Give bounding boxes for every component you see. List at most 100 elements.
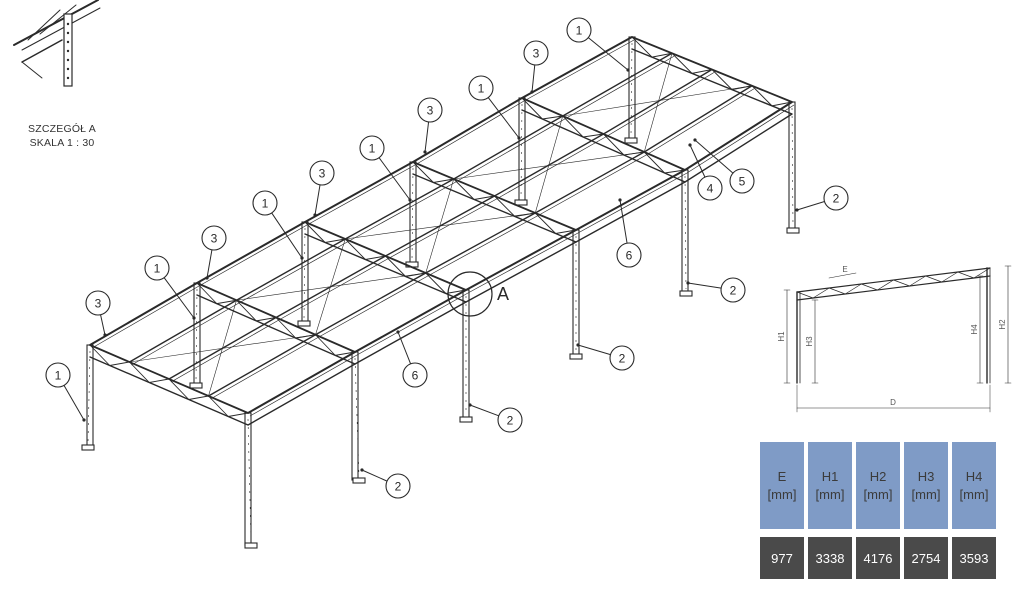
truss-diagonal xyxy=(425,272,447,294)
truss-diagonal xyxy=(432,178,455,183)
truss-diagonal xyxy=(304,221,326,243)
roof-brace xyxy=(643,52,673,153)
callout-leader xyxy=(100,314,106,336)
truss-diagonal xyxy=(385,255,407,277)
callout-number: 1 xyxy=(576,24,583,38)
elev-truss-diagonal xyxy=(812,287,830,299)
elev-truss-diagonal xyxy=(796,291,814,299)
thumb-bolt xyxy=(66,31,70,35)
column xyxy=(788,101,796,231)
leader-dot xyxy=(693,138,697,142)
truss-diagonal xyxy=(129,361,150,383)
elev-truss-diagonal xyxy=(877,279,894,291)
dim-header-h2: H2[mm] xyxy=(856,442,900,529)
leader-dot xyxy=(313,213,317,217)
truss-diagonal xyxy=(541,115,564,120)
callout-leader xyxy=(531,64,536,93)
dim-unit: [mm] xyxy=(767,486,797,502)
callout-leader xyxy=(487,97,520,139)
leader-dot xyxy=(360,468,364,472)
truss-diagonal xyxy=(168,378,190,400)
callout-number: 2 xyxy=(507,414,514,428)
dim-value-h2: 4176 xyxy=(856,537,900,579)
callout-bubble xyxy=(566,17,592,43)
leader-dot xyxy=(517,136,521,140)
dim-name: E xyxy=(777,468,787,484)
roof-rail-edge xyxy=(131,55,675,366)
truss-diagonal xyxy=(494,195,516,217)
truss-diagonal xyxy=(188,395,209,400)
callout-bubble xyxy=(468,75,494,101)
truss-diagonal xyxy=(603,133,625,156)
callout-leader xyxy=(689,144,706,178)
base-plate xyxy=(81,444,95,451)
elev-bottom-chord xyxy=(796,275,991,301)
truss-diagonal xyxy=(534,212,557,234)
truss-diagonal xyxy=(691,69,713,74)
truss-diagonal xyxy=(275,317,297,339)
callout-leader xyxy=(424,121,430,153)
callout-bubble xyxy=(523,40,549,66)
base-plate xyxy=(297,320,311,327)
callout-bubble xyxy=(823,185,849,211)
dim-header-h3: H3[mm] xyxy=(904,442,948,529)
base-plate xyxy=(352,477,366,484)
roof-brace xyxy=(534,115,564,214)
leader-dot xyxy=(408,198,412,202)
truss-diagonal xyxy=(771,101,793,107)
callout-leader xyxy=(796,201,826,211)
callout-number: 2 xyxy=(619,352,626,366)
truss-diagonal xyxy=(453,178,475,200)
callout-number: 1 xyxy=(262,197,269,211)
thumb-brace xyxy=(39,4,77,35)
leader-dot xyxy=(205,276,209,280)
dim-value-e: 977 xyxy=(760,537,804,579)
leader-dot xyxy=(688,143,692,147)
column xyxy=(681,169,689,294)
base-plate xyxy=(786,227,800,234)
roof-rail xyxy=(247,101,793,414)
callout-leader xyxy=(361,469,388,482)
callout-bubble xyxy=(252,190,278,216)
truss-diagonal xyxy=(751,85,773,107)
truss-diagonal xyxy=(89,344,111,366)
truss-diagonal xyxy=(671,52,693,74)
roof-frame xyxy=(89,36,795,426)
callout-bubble xyxy=(609,345,635,371)
roof-brace xyxy=(236,272,427,301)
detail-caption: SZCZEGÓŁ A SKALA 1 : 30 xyxy=(14,122,110,150)
truss-diagonal xyxy=(412,161,434,183)
dim-h3-label: H3 xyxy=(805,336,814,347)
dim-name: H3 xyxy=(917,468,935,484)
callout-number: 2 xyxy=(730,284,737,298)
leader-dot xyxy=(530,90,534,94)
dim-d-label: D xyxy=(890,398,896,407)
roof-brace xyxy=(208,299,237,397)
elev-truss-diagonal xyxy=(893,279,910,287)
elev-truss-diagonal xyxy=(860,283,878,291)
leader-dot xyxy=(795,208,799,212)
column xyxy=(244,412,252,546)
leader-dot xyxy=(468,403,472,407)
truss-bottom-chord xyxy=(631,48,793,115)
base-plate xyxy=(569,353,583,360)
truss-diagonal xyxy=(334,351,356,356)
leader-dot xyxy=(576,343,580,347)
base-plate xyxy=(514,199,528,206)
thumb-bolt xyxy=(66,67,70,71)
callout-bubble xyxy=(201,225,227,251)
truss-bottom-chord xyxy=(521,109,686,183)
dim-unit: [mm] xyxy=(815,486,845,502)
roof-rail-edge xyxy=(170,72,715,383)
callout-number: 2 xyxy=(833,192,840,206)
elev-truss-diagonal xyxy=(909,275,927,287)
roof-rail xyxy=(208,85,753,397)
callout-bubble xyxy=(616,242,642,268)
detail-scale: SKALA 1 : 30 xyxy=(29,137,95,149)
callout-bubble xyxy=(385,473,411,499)
leader-dot xyxy=(82,418,86,422)
truss-diagonal xyxy=(555,229,577,234)
column xyxy=(351,351,359,481)
callout-bubble xyxy=(729,168,755,194)
